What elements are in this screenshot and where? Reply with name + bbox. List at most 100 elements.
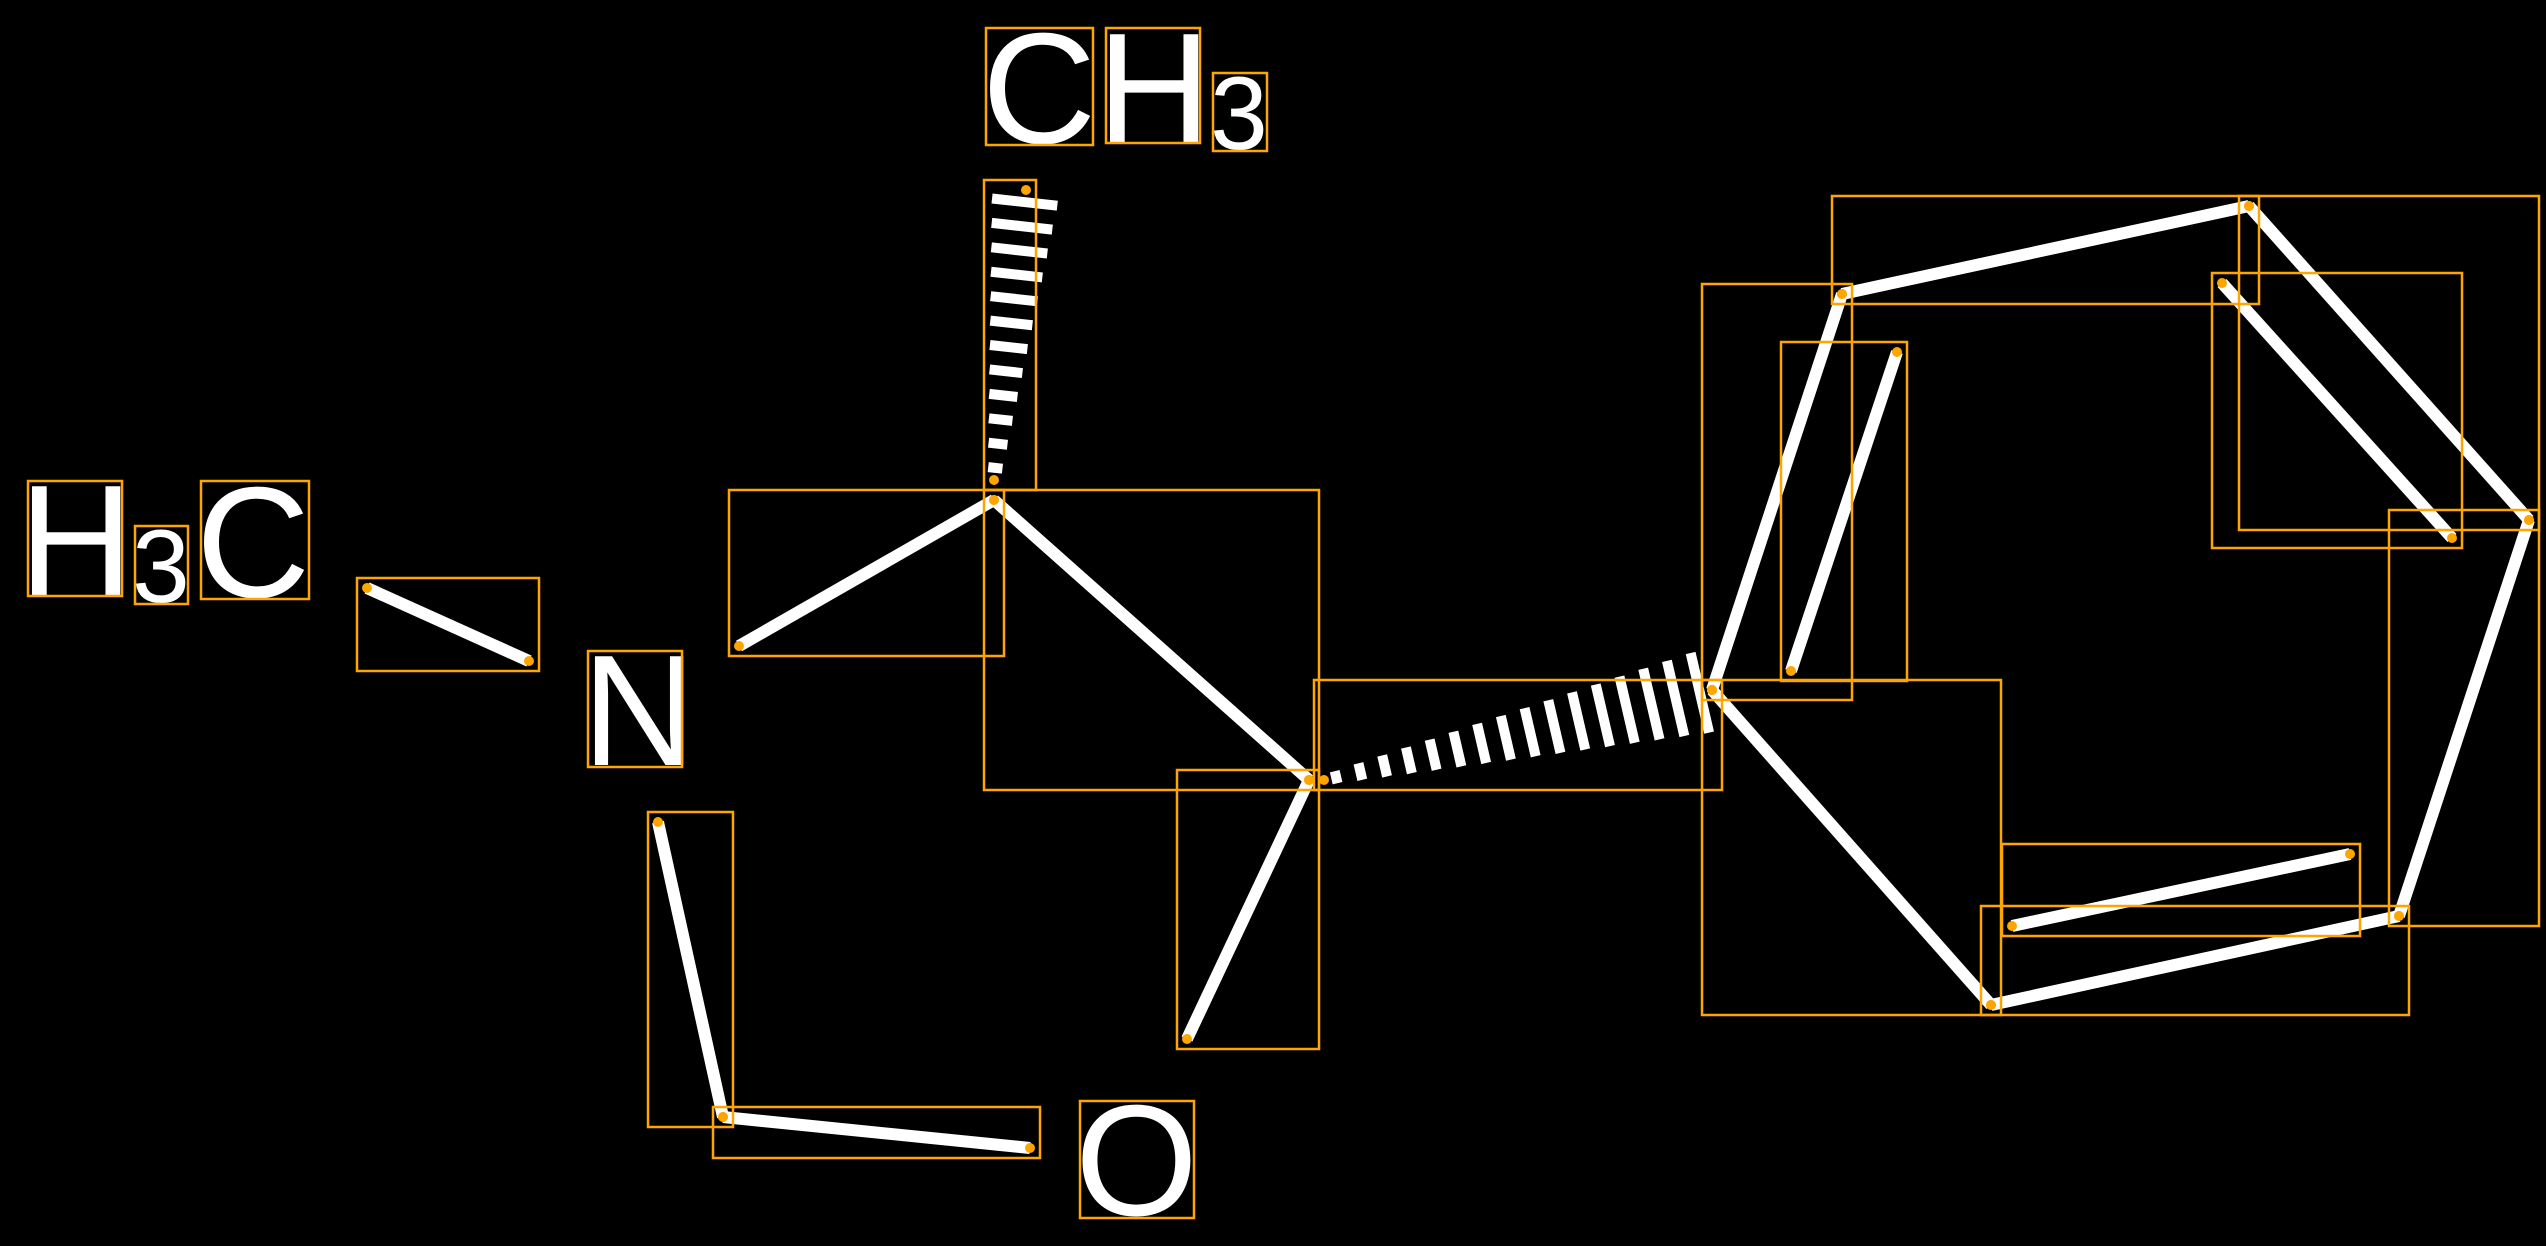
hashed-bond-stripe <box>1543 699 1566 754</box>
bond-line <box>990 495 1313 785</box>
bond-boxes-layer <box>355 178 2541 1160</box>
bond-endpoint <box>734 641 744 651</box>
label-box <box>26 479 124 598</box>
bond-box <box>1779 340 1909 683</box>
hashed-bond-stripe <box>1662 659 1690 738</box>
atom-c-left: C <box>196 455 310 631</box>
label-box <box>1211 71 1269 153</box>
hashed-bond-stripe <box>987 462 1004 474</box>
label-box <box>199 479 311 601</box>
hashed-bond-stripe <box>991 217 1053 235</box>
bond-box <box>727 488 1006 658</box>
bond-line <box>2393 518 2535 918</box>
bond-endpoint <box>2244 201 2254 211</box>
hashed-bond-stripe <box>989 364 1023 379</box>
bond-endpoint <box>989 475 999 485</box>
bond-box <box>2387 508 2541 928</box>
bond-line <box>722 1111 1031 1154</box>
bond-box <box>355 576 541 673</box>
atom-label-n: N <box>582 623 696 799</box>
hashed-bond-stripe <box>1353 762 1368 781</box>
bond-endpoint <box>1021 185 1031 195</box>
bond-line <box>1181 777 1315 1042</box>
hashed-bond-stripe <box>1424 738 1442 771</box>
hashed-bond-stripe <box>988 413 1013 426</box>
bond-line <box>2244 202 2534 524</box>
bond-line <box>1989 910 2401 1011</box>
atom-o: O <box>1075 1073 1198 1246</box>
hashed-bond-stripe <box>991 193 1058 211</box>
hashed-bond-stripe <box>990 266 1043 283</box>
bond-line <box>2010 848 2352 932</box>
bond-endpoint <box>2447 533 2457 543</box>
bond-box <box>1700 282 1854 702</box>
bond-endpoint <box>989 495 999 505</box>
hashed-bond-stripe <box>989 315 1033 331</box>
bond-endpoint <box>1304 775 1314 785</box>
bond-endpoint <box>2007 921 2017 931</box>
hashed-bond-stripe <box>1685 651 1714 734</box>
hashed-bond-stripe <box>1567 691 1591 751</box>
hashed-bond-stripe <box>1614 675 1640 744</box>
hashed-bond-stripe <box>1401 746 1417 775</box>
atom-subscript-left: 3 <box>132 509 190 625</box>
hashed-bond-stripe <box>1472 722 1492 765</box>
bond-box <box>982 488 1321 792</box>
atom-label-o: O <box>1075 1073 1198 1246</box>
atom-label-h3c-left: H 3 C <box>19 453 311 631</box>
bond-endpoint <box>2217 278 2227 288</box>
atom-subscript-top: 3 <box>1210 56 1268 172</box>
label-box <box>1078 1099 1196 1220</box>
bond-box <box>711 1105 1042 1160</box>
bond-box <box>1830 194 2261 306</box>
hashed-bond-stripe <box>1377 754 1392 778</box>
bond-line <box>652 820 729 1119</box>
atom-label-ch3-top: C H 3 <box>982 1 1269 177</box>
hashed-bond-stripe <box>989 340 1028 355</box>
hashed-bond-stripe <box>990 242 1048 259</box>
label-box <box>133 524 190 606</box>
bond-box <box>1175 768 1321 1051</box>
bond-endpoint <box>1707 685 1717 695</box>
bond-box <box>1312 678 1724 792</box>
bonds-layer <box>364 193 2535 1154</box>
atom-h-top: H <box>1097 1 1211 177</box>
bond-box <box>982 178 1038 492</box>
bond-box <box>646 810 735 1129</box>
hashed-bond-stripe <box>1495 714 1516 761</box>
label-box <box>984 26 1095 147</box>
bond-endpoint <box>524 656 534 666</box>
bond-line <box>2217 278 2457 543</box>
atom-c-top: C <box>982 1 1096 177</box>
hashed-bond-stripe <box>988 437 1008 450</box>
bond-box <box>2000 842 2362 938</box>
bond-endpoint <box>2524 515 2534 525</box>
bond-endpoint <box>1786 666 1796 676</box>
bond-endpoint <box>1892 347 1902 357</box>
hashed-bond-stripe <box>1519 707 1541 758</box>
hashed-bond-stripe <box>1329 770 1343 785</box>
hashed-bond-stripe <box>988 388 1018 402</box>
hashed-bond-stripe <box>990 291 1038 307</box>
bond-endpoint <box>1182 1034 1192 1044</box>
bond-endpoint <box>1986 1000 1996 1010</box>
bond-line <box>1706 292 1848 692</box>
bond-line <box>736 494 997 652</box>
bond-box <box>2210 271 2464 550</box>
bond-line <box>1785 350 1903 673</box>
bond-box <box>1979 904 2411 1017</box>
label-box <box>1104 26 1202 145</box>
atom-n: N <box>582 623 696 799</box>
label-box <box>586 649 684 769</box>
bond-endpoint <box>2394 911 2404 921</box>
hashed-bond-stripe <box>1590 683 1615 748</box>
bond-endpoint <box>653 817 663 827</box>
bond-endpoint <box>1837 289 1847 299</box>
hashed-bond-stripe <box>1448 730 1467 768</box>
bond-line <box>1840 200 2251 300</box>
bond-line <box>364 582 532 667</box>
bond-endpoint <box>1025 1143 1035 1153</box>
bond-endpoint <box>2345 849 2355 859</box>
atom-h-left: H <box>19 453 133 629</box>
